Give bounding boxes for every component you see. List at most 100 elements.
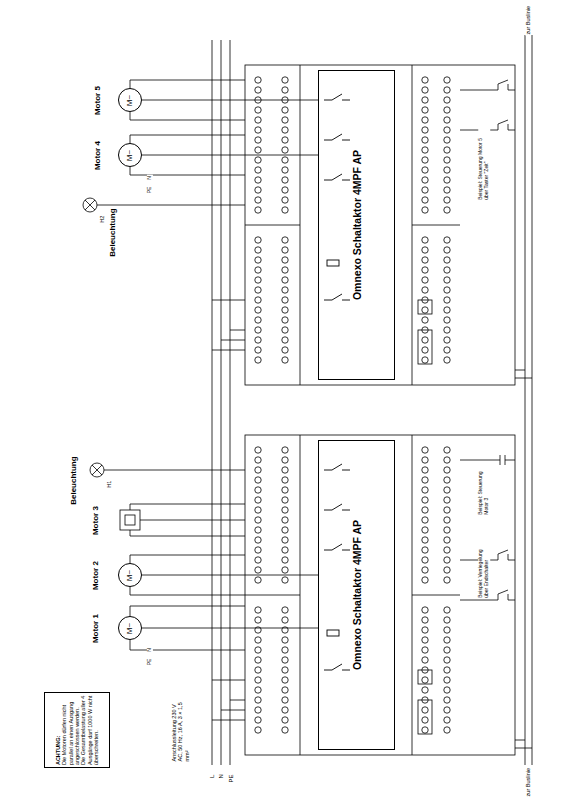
terminal-screw	[422, 207, 428, 213]
terminal-screw	[255, 567, 261, 573]
terminal-screw	[422, 627, 428, 633]
motor-label: Motor 4	[92, 140, 101, 171]
motor-label: Motor 2	[90, 560, 99, 591]
terminal-screw	[282, 707, 288, 713]
terminal-screw	[444, 577, 450, 583]
terminal-screw	[422, 707, 428, 713]
terminal-screw	[255, 167, 261, 173]
terminal-screw	[444, 287, 450, 293]
terminal-screw	[282, 307, 288, 313]
terminal-screw	[422, 327, 428, 333]
terminal-screw	[444, 177, 450, 183]
terminal-screw	[422, 107, 428, 113]
terminal-screw	[282, 467, 288, 473]
motor-symbol: M~	[118, 143, 142, 167]
terminal-screw	[255, 137, 261, 143]
terminal-screw	[444, 197, 450, 203]
terminal-screw	[282, 577, 288, 583]
terminal-screw	[282, 557, 288, 563]
terminal-screw	[444, 257, 450, 263]
terminal-screw	[255, 127, 261, 133]
terminal-screw	[255, 327, 261, 333]
terminal-screw	[422, 507, 428, 513]
terminal-screw	[422, 667, 428, 673]
terminal-screw	[444, 607, 450, 613]
terminal-screw	[444, 697, 450, 703]
terminal-screw	[282, 327, 288, 333]
terminal-screw	[422, 657, 428, 663]
terminal-screw	[444, 117, 450, 123]
terminal-screw	[422, 467, 428, 473]
terminal-screw	[422, 527, 428, 533]
terminal-screw	[255, 487, 261, 493]
terminal-screw	[422, 567, 428, 573]
motor-label: Motor 1	[90, 613, 99, 644]
terminal-screw	[422, 247, 428, 253]
terminal-screw	[444, 187, 450, 193]
terminal-screw	[444, 307, 450, 313]
terminal-screw	[444, 547, 450, 553]
terminal-screw	[255, 337, 261, 343]
terminal-screw	[444, 477, 450, 483]
terminal-screw	[444, 527, 450, 533]
terminal-screw	[422, 197, 428, 203]
terminal-screw	[255, 507, 261, 513]
terminal-screw	[282, 537, 288, 543]
node-label: M~	[125, 619, 134, 637]
terminal-screw	[255, 717, 261, 723]
terminal-screw	[444, 677, 450, 683]
terminal-screw	[422, 337, 428, 343]
terminal-screw	[282, 347, 288, 353]
terminal-screw	[282, 677, 288, 683]
terminal-screw	[282, 317, 288, 323]
terminal-screw	[282, 137, 288, 143]
terminal-screw	[444, 127, 450, 133]
terminal-screw	[255, 107, 261, 113]
terminal-screw	[255, 247, 261, 253]
terminal-screw	[255, 677, 261, 683]
terminal-screw	[282, 507, 288, 513]
terminal-screw	[282, 287, 288, 293]
terminal-screw	[255, 447, 261, 453]
terminal-screw	[422, 177, 428, 183]
terminal-screw	[282, 517, 288, 523]
terminal-screw	[444, 627, 450, 633]
terminal-screw	[282, 267, 288, 273]
terminal-screw	[422, 547, 428, 553]
bus-note: zur Buslinie	[525, 5, 531, 35]
terminal-screw	[444, 457, 450, 463]
terminal-screw	[255, 457, 261, 463]
terminal-screw	[255, 117, 261, 123]
terminal-screw	[444, 317, 450, 323]
terminal-screw	[422, 647, 428, 653]
terminal-screw	[282, 127, 288, 133]
node-label: Omnexo Schaltaktor 4MPF AP	[350, 73, 362, 377]
terminal-screw	[444, 657, 450, 663]
terminal-screw	[444, 507, 450, 513]
actuator-body: Omnexo Schaltaktor 4MPF AP	[318, 440, 395, 750]
terminal-screw	[444, 557, 450, 563]
terminal-screw	[422, 277, 428, 283]
actuator-body: Omnexo Schaltaktor 4MPF AP	[318, 70, 395, 380]
terminal-screw	[255, 617, 261, 623]
terminal-label: N	[147, 175, 153, 181]
bus-note: zur Buslinie	[525, 767, 531, 797]
lamp-label: Beleuchtung	[69, 455, 78, 505]
terminal-screw	[255, 177, 261, 183]
terminal-screw	[282, 207, 288, 213]
motor-wire	[142, 155, 318, 156]
terminal-screw	[282, 187, 288, 193]
terminal-screw	[255, 197, 261, 203]
terminal-screw	[444, 687, 450, 693]
example-note: Beispiel: Verriegelung über Endschalter	[478, 541, 490, 599]
bus-conductor: PE	[228, 773, 235, 783]
terminal-screw	[255, 87, 261, 93]
terminal-screw	[255, 77, 261, 83]
node-text: M~	[125, 91, 134, 109]
terminal-screw	[422, 157, 428, 163]
motor-wire	[142, 100, 318, 101]
terminal-screw	[255, 657, 261, 663]
terminal-screw	[444, 617, 450, 623]
